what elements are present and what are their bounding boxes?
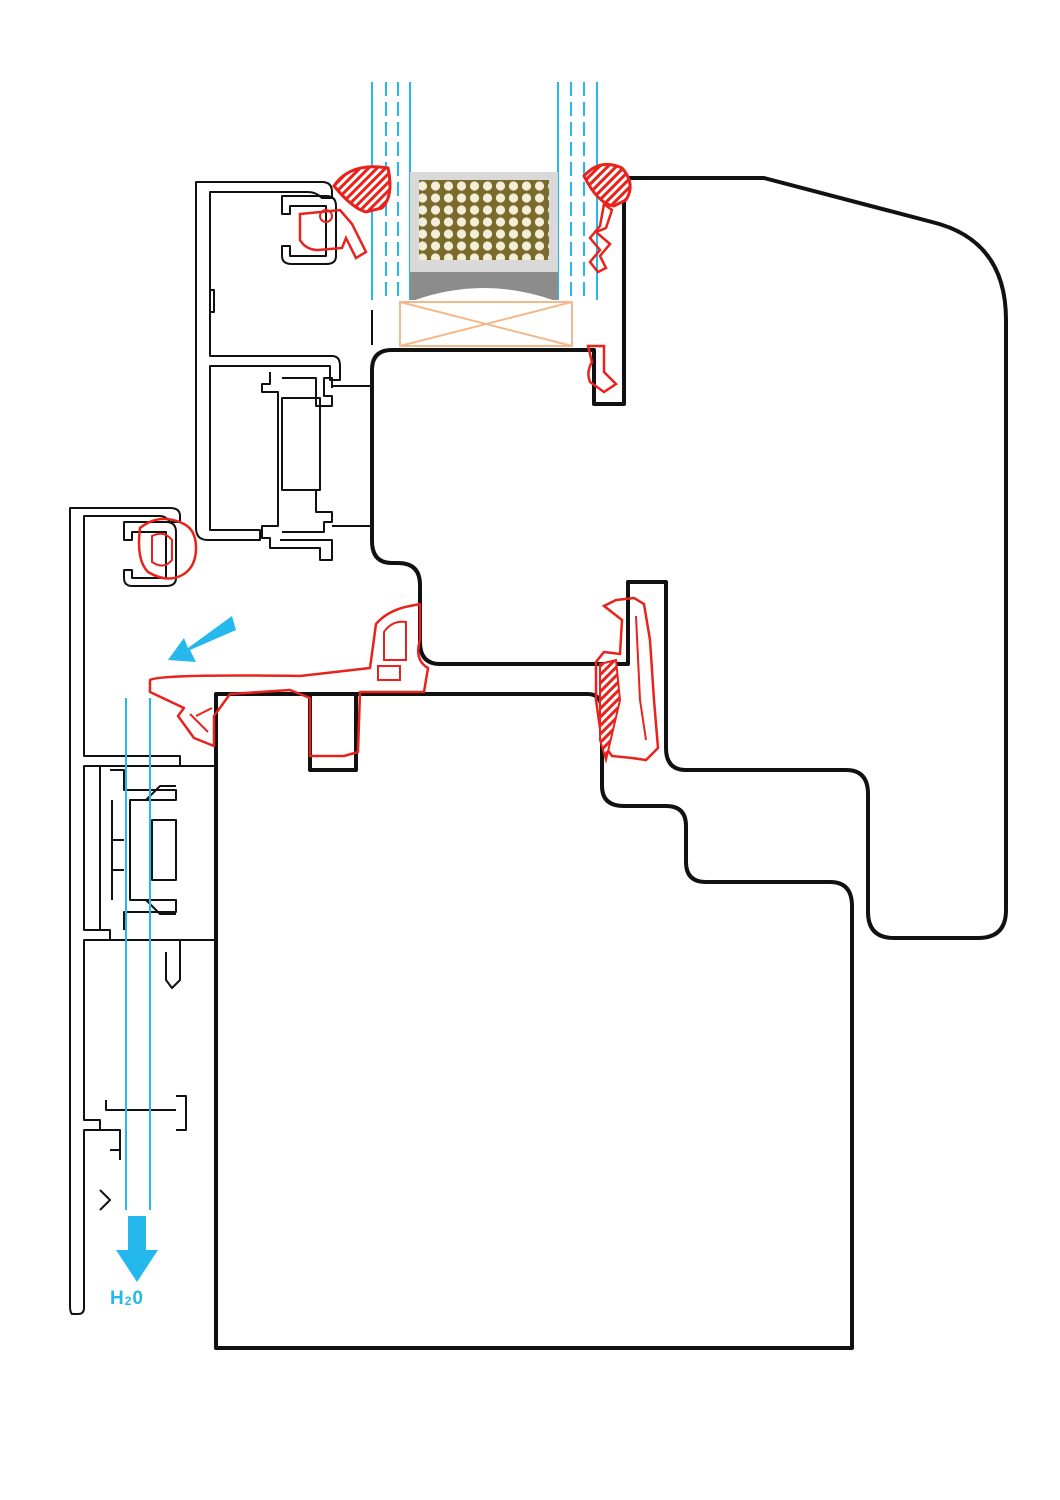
water-drain-channel	[125, 698, 151, 1210]
arrow-diagonal-icon	[168, 616, 236, 662]
setting-block	[399, 301, 573, 347]
sash-timber-profile	[370, 176, 1008, 940]
gasket-glazing-outer	[298, 165, 392, 260]
water-label-h: H	[110, 1288, 125, 1309]
water-label-subscript: 2	[124, 1294, 133, 1308]
aluminium-sash-clad	[195, 181, 372, 561]
water-label: H20	[110, 1288, 170, 1310]
water-label-o: 0	[132, 1288, 144, 1309]
aluminium-frame-clad	[69, 507, 217, 1315]
gasket-rebate-seal	[594, 596, 660, 764]
arrow-down-icon	[116, 1216, 158, 1282]
gasket-weather-strip	[148, 602, 430, 758]
gasket-frame-seal	[137, 517, 198, 580]
desiccant-fill	[419, 180, 549, 260]
gasket-glazing-inner	[582, 162, 632, 394]
spacer-bar	[410, 172, 558, 300]
frame-timber-profile	[214, 692, 854, 1350]
